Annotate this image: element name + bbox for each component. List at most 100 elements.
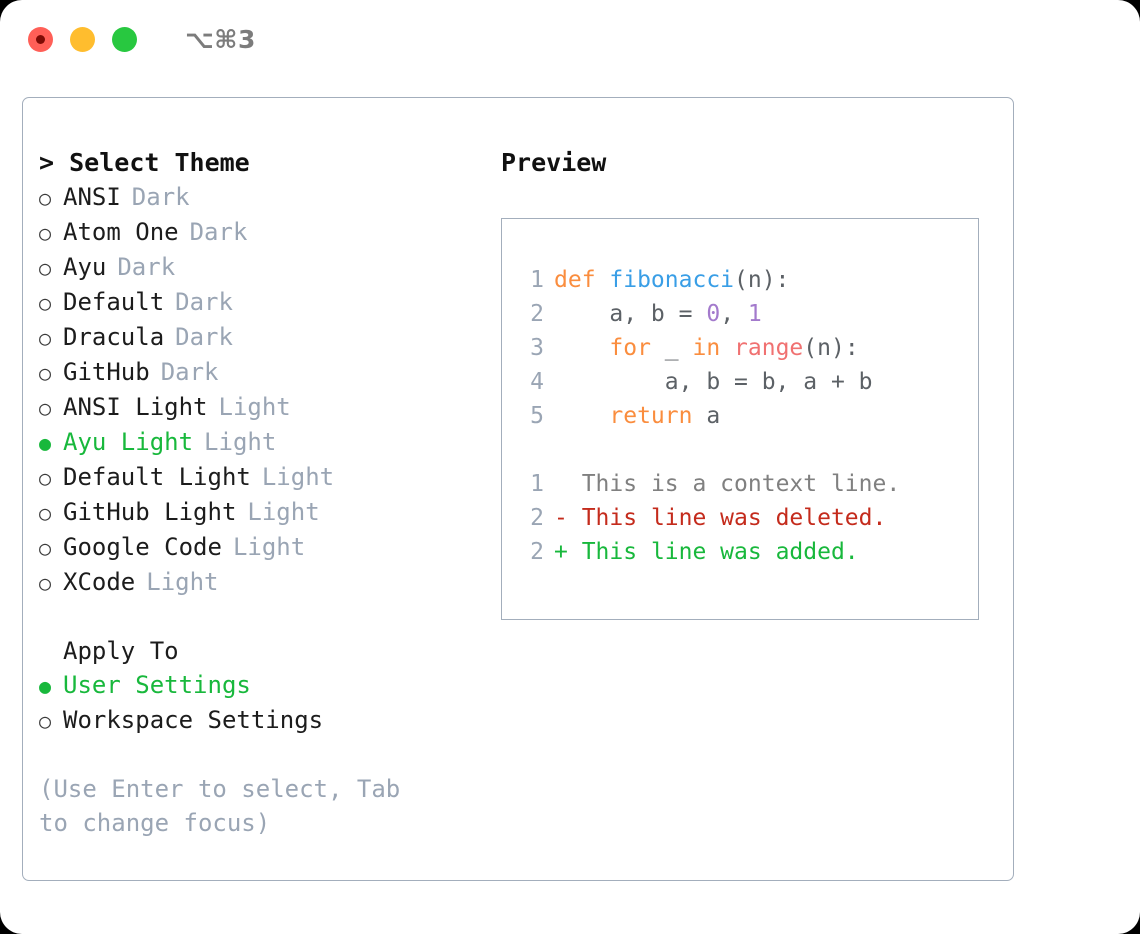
theme-option-ayu[interactable]: ○ Ayu Dark: [39, 250, 469, 285]
radio-unselected-icon: ○: [39, 536, 52, 560]
theme-variant-tag: Light: [146, 568, 219, 596]
diff-text: This line was deleted.: [581, 505, 887, 531]
theme-option-label: Default: [63, 288, 165, 316]
code-diff-spacer: [520, 433, 978, 467]
radio-unselected-icon: ○: [39, 256, 52, 280]
theme-variant-tag: Dark: [175, 288, 233, 316]
code-token: for: [609, 335, 651, 361]
code-token: [554, 403, 609, 429]
theme-variant-tag: Dark: [160, 358, 219, 386]
code-token: (n):: [803, 335, 859, 361]
theme-variant-tag: Light: [261, 463, 335, 491]
radio-unselected-icon: ○: [39, 571, 52, 595]
theme-option-atom-one[interactable]: ○ Atom One Dark: [39, 215, 469, 250]
apply-to-heading: Apply To: [63, 637, 179, 665]
theme-variant-tag: Light: [204, 428, 277, 456]
radio-unselected-icon: ○: [39, 466, 52, 490]
select-theme-heading-label: Select Theme: [69, 148, 250, 177]
apply-to-option-label: Workspace Settings: [63, 706, 324, 734]
radio-unselected-icon: ○: [39, 361, 52, 385]
theme-variant-tag: Light: [247, 498, 320, 526]
theme-option-default-light[interactable]: ○ Default Light Light: [39, 460, 469, 495]
theme-option-default[interactable]: ○ Default Dark: [39, 285, 469, 320]
code-line: 5 return a: [520, 399, 978, 433]
radio-unselected-icon: ○: [39, 709, 52, 733]
theme-option-ansi[interactable]: ○ ANSI Dark: [39, 180, 469, 215]
theme-option-label: Default Light: [63, 463, 251, 491]
theme-option-label: XCode: [63, 568, 136, 596]
theme-variant-tag: Light: [232, 533, 306, 561]
theme-variant-tag: Dark: [117, 253, 176, 281]
maximize-window-button[interactable]: [112, 26, 137, 52]
radio-unselected-icon: ○: [39, 221, 52, 245]
theme-variant-tag: Dark: [131, 183, 190, 211]
code-token: ,: [720, 301, 748, 327]
caret-prompt-icon: >: [39, 148, 70, 177]
apply-to-option-label: User Settings: [63, 671, 251, 699]
code-token: fibonacci: [609, 267, 735, 293]
apply-to-option-workspace-settings[interactable]: ○ Workspace Settings: [39, 703, 469, 738]
traffic-light-group: [28, 26, 137, 52]
code-line-number: 3: [530, 335, 544, 361]
code-line-number: 4: [530, 369, 544, 395]
theme-option-ansi-light[interactable]: ○ ANSI Light Light: [39, 390, 469, 425]
theme-option-label: Dracula: [63, 323, 165, 351]
code-line-number: 1: [530, 267, 544, 293]
code-token: 1: [747, 301, 762, 327]
theme-option-label: Atom One: [63, 218, 179, 246]
select-theme-heading: > Select Theme: [39, 146, 469, 180]
theme-option-label: ANSI: [63, 183, 121, 211]
theme-variant-tag: Light: [218, 393, 291, 421]
theme-option-dracula[interactable]: ○ Dracula Dark: [39, 320, 469, 355]
theme-variant-tag: Dark: [175, 323, 233, 351]
code-line: 2 a, b = 0, 1: [520, 297, 978, 331]
theme-option-label: GitHub Light: [63, 498, 237, 526]
diff-line-number: 1: [530, 471, 544, 497]
code-line: 1 def fibonacci(n):: [520, 263, 978, 297]
keyboard-shortcut-label: ⌥⌘3: [185, 24, 256, 54]
diff-line-number: 2: [530, 505, 544, 531]
diff-marker: [554, 471, 582, 497]
diff-text: This line was added.: [581, 539, 859, 565]
code-line-number: 2: [530, 301, 544, 327]
radio-unselected-icon: ○: [39, 396, 52, 420]
code-line-number: 5: [530, 403, 544, 429]
radio-unselected-icon: ○: [39, 326, 52, 350]
code-token: (n):: [734, 267, 790, 293]
diff-text: This is a context line.: [581, 471, 901, 497]
theme-option-label: ANSI Light: [63, 393, 208, 421]
code-token: in: [692, 335, 721, 361]
theme-variant-tag: Dark: [189, 218, 248, 246]
code-token: [720, 335, 734, 361]
theme-option-label: Ayu: [63, 253, 107, 281]
radio-unselected-icon: ○: [39, 186, 52, 210]
apply-to-option-user-settings[interactable]: ● User Settings: [39, 668, 469, 703]
theme-option-xcode[interactable]: ○ XCode Light: [39, 565, 469, 600]
preview-heading: Preview: [501, 148, 607, 177]
radio-selected-icon: ●: [39, 431, 52, 455]
title-bar: ⌥⌘3: [0, 0, 1140, 78]
minimize-window-button[interactable]: [70, 26, 95, 52]
apply-to-list: ● User Settings ○ Workspace Settings: [39, 668, 469, 738]
code-token: def: [554, 267, 610, 293]
code-token: range: [734, 335, 804, 361]
code-token: a: [692, 403, 721, 429]
code-token: a, b = b, a + b: [554, 369, 873, 395]
diff-line: 2- This line was deleted.: [520, 501, 978, 535]
diff-sample: 1 This is a context line.2- This line wa…: [520, 467, 978, 569]
code-line: 3 for _ in range(n):: [520, 331, 978, 365]
diff-line: 1 This is a context line.: [520, 467, 978, 501]
radio-unselected-icon: ○: [39, 291, 52, 315]
close-window-button[interactable]: [28, 26, 53, 52]
code-line: 4 a, b = b, a + b: [520, 365, 978, 399]
radio-selected-icon: ●: [39, 674, 52, 698]
code-token: return: [609, 403, 693, 429]
